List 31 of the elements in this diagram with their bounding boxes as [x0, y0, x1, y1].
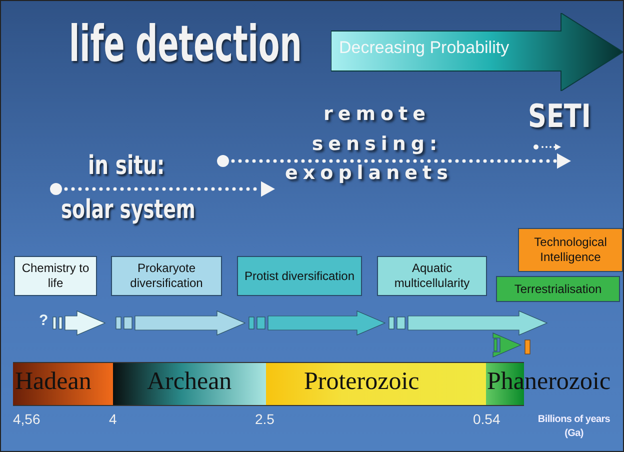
tick-label: 4,56 — [13, 411, 40, 427]
era-label: Hadean — [15, 368, 92, 396]
arrow-label: Decreasing Probability — [339, 38, 510, 58]
method-label: solar system — [61, 195, 196, 225]
title: life detection — [69, 15, 302, 73]
method-label: remote sensing: — [310, 102, 444, 157]
duration-bar — [116, 310, 246, 336]
tick-label: 2.5 — [255, 411, 274, 427]
stage-box: Aquatic multicellularity — [377, 256, 487, 296]
stage-box: Technological Intelligence — [518, 228, 623, 272]
question-mark: ? — [39, 312, 48, 329]
axis-label: Billions of years (Ga) — [536, 413, 612, 441]
duration-bar — [248, 310, 386, 336]
era-band — [266, 362, 486, 406]
method-label: in situ: — [88, 151, 165, 181]
era-band — [13, 362, 113, 406]
era-label: Archean — [147, 368, 232, 396]
method-label: SETI — [528, 97, 591, 135]
era-band — [113, 362, 266, 406]
stage-box: Protist diversification — [237, 256, 362, 296]
bar-marker — [524, 340, 530, 354]
tick-label: 4 — [109, 411, 117, 427]
duration-bar — [388, 310, 548, 336]
duration-bar — [492, 332, 522, 358]
stage-box: Prokaryote diversification — [111, 256, 222, 296]
tick-label: 0.54 — [473, 411, 500, 427]
stage-box: Terrestrialisation — [496, 276, 620, 302]
stage-box: Chemistry to life — [14, 256, 97, 296]
method-label: exoplanets — [285, 162, 453, 184]
era-label: Proterozoic — [304, 368, 420, 396]
duration-bar — [52, 310, 106, 336]
